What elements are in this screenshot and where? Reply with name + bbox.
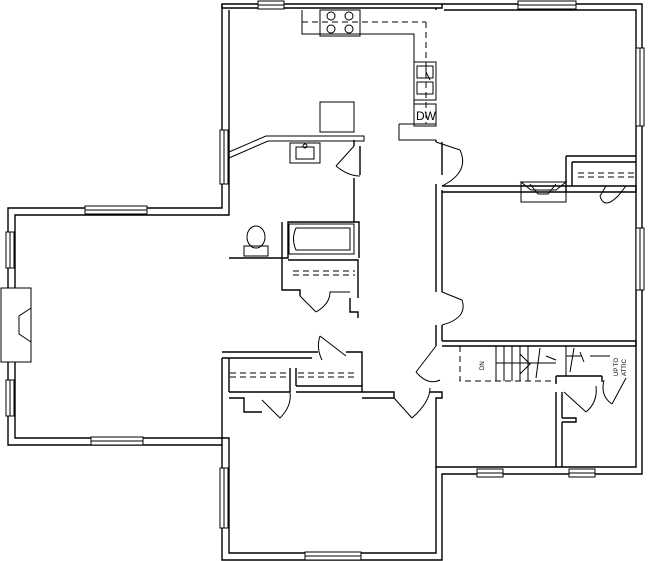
attic-label-line2: ATTIC [622,358,628,376]
fireplace-left [0,287,32,363]
attic-label-line1: UP TO [614,358,620,376]
exterior-walls [7,3,643,561]
door-swings [261,141,627,419]
bathroom [229,221,360,318]
lower-closets [221,351,443,467]
kitchen [228,9,437,164]
hall-walls [353,140,637,346]
dishwasher-label: DW [416,109,437,123]
windows [5,0,645,561]
stairs [442,340,637,467]
stair-down-label: DN [480,361,486,370]
